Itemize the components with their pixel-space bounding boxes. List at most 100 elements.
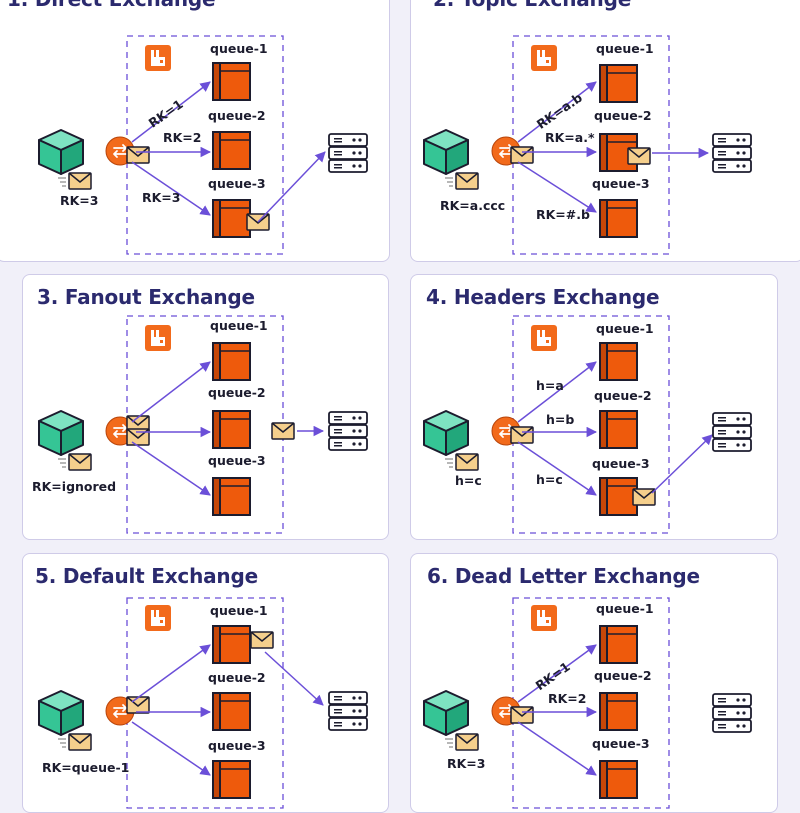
queue-label: queue-1 — [210, 603, 268, 618]
producer-cube-icon — [423, 129, 469, 175]
queue-icon — [599, 410, 638, 449]
queue-label: queue-1 — [210, 41, 268, 56]
envelope-icon — [632, 488, 656, 506]
envelope-icon — [445, 454, 478, 470]
route-label: RK=a.b — [534, 90, 585, 132]
queue-label: queue-2 — [594, 668, 652, 683]
envelope-icon — [510, 706, 534, 724]
queue-icon — [212, 131, 251, 170]
direct-exchange-diagram: RK=3 RK=1 RK=2 RK=3 queue-1 queue-2 queu… — [38, 35, 368, 255]
route-label: h=a — [536, 378, 564, 393]
envelope-icon — [250, 631, 274, 649]
route-label: h=b — [546, 412, 574, 427]
topic-exchange-diagram: RK=a.ccc RK=a.b RK=a.* RK=#.b queue-1 qu… — [423, 35, 752, 255]
queue-icon — [599, 477, 638, 516]
rabbitmq-logo-icon — [145, 605, 171, 631]
queue-label: queue-2 — [208, 670, 266, 685]
producer-label: RK=ignored — [32, 479, 116, 494]
queue-icon — [212, 62, 251, 101]
queue-icon — [599, 199, 638, 238]
queue-label: queue-1 — [596, 41, 654, 56]
producer-label: RK=queue-1 — [42, 760, 129, 775]
envelope-icon — [510, 146, 534, 164]
envelope-icon — [58, 173, 91, 189]
rabbitmq-logo-icon — [531, 325, 557, 351]
server-rack-icon — [712, 693, 752, 733]
panel-fanout-exchange: 3. Fanout Exchange — [22, 274, 389, 540]
route-label: RK=1 — [533, 659, 573, 693]
producer-label: RK=3 — [447, 756, 485, 771]
queue-icon — [212, 477, 251, 516]
queue-label: queue-1 — [210, 318, 268, 333]
queue-icon — [599, 342, 638, 381]
producer-cube-icon — [38, 129, 84, 175]
queue-icon — [212, 625, 251, 664]
fanout-exchange-diagram: RK=ignored queue-1 queue-2 queue-3 — [32, 315, 368, 534]
envelope-icon — [58, 454, 91, 470]
queue-label: queue-3 — [592, 176, 650, 191]
queue-icon — [599, 625, 638, 664]
queue-icon — [599, 64, 638, 103]
queue-label: queue-2 — [594, 388, 652, 403]
rabbitmq-logo-icon — [531, 45, 557, 71]
envelope-icon — [126, 146, 150, 164]
producer-label: h=c — [455, 473, 482, 488]
producer-cube-icon — [38, 690, 84, 736]
producer-cube-icon — [423, 410, 469, 456]
route-label: RK=#.b — [536, 207, 590, 222]
route-label: h=c — [536, 472, 563, 487]
producer-cube-icon — [423, 690, 469, 736]
queue-icon — [212, 342, 251, 381]
route-label: RK=2 — [548, 691, 586, 706]
route-label: RK=2 — [163, 130, 201, 145]
panel-title: 4. Headers Exchange — [426, 285, 660, 309]
default-exchange-diagram: RK=queue-1 queue-1 queue-2 queue-3 — [38, 597, 368, 809]
server-rack-icon — [328, 133, 368, 173]
queue-label: queue-3 — [592, 456, 650, 471]
queue-label: queue-1 — [596, 601, 654, 616]
server-rack-icon — [328, 691, 368, 731]
route-label: RK=3 — [142, 190, 180, 205]
envelope-icon — [510, 426, 534, 444]
envelope-icon — [271, 422, 295, 440]
route-label: RK=a.* — [545, 130, 595, 145]
queue-label: queue-3 — [592, 736, 650, 751]
envelope-icon — [445, 173, 478, 189]
queue-label: queue-3 — [208, 453, 266, 468]
server-rack-icon — [712, 412, 752, 452]
queue-icon — [212, 410, 251, 449]
producer-cube-icon — [38, 410, 84, 456]
route-label: RK=1 — [146, 96, 186, 130]
panel-headers-exchange: 4. Headers Exchange — [410, 274, 778, 540]
rabbitmq-logo-icon — [145, 325, 171, 351]
queue-icon — [599, 760, 638, 799]
broker-boundary — [512, 315, 670, 534]
queue-label: queue-2 — [208, 108, 266, 123]
producer-label: RK=a.ccc — [440, 198, 505, 213]
server-rack-icon — [328, 411, 368, 451]
panel-title: 5. Default Exchange — [35, 564, 258, 588]
panel-title: 3. Fanout Exchange — [37, 285, 255, 309]
queue-label: queue-3 — [208, 176, 266, 191]
queue-icon — [212, 199, 251, 238]
panel-title: 6. Dead Letter Exchange — [427, 564, 700, 588]
queue-label: queue-1 — [596, 321, 654, 336]
queue-label: queue-2 — [208, 385, 266, 400]
queue-icon — [599, 692, 638, 731]
envelope-icon — [126, 696, 150, 714]
panel-dead-letter-exchange: 6. Dead Letter Exchange — [410, 553, 778, 813]
server-rack-icon — [712, 133, 752, 173]
rabbitmq-logo-icon — [531, 605, 557, 631]
rabbitmq-logo-icon — [145, 45, 171, 71]
envelope-icon — [627, 147, 651, 165]
dead-letter-exchange-diagram: RK=3 RK=1 RK=2 queue-1 queue-2 queue-3 — [423, 597, 752, 809]
queue-icon — [212, 692, 251, 731]
queue-icon — [212, 760, 251, 799]
producer-label: RK=3 — [60, 193, 98, 208]
panel-title: 2. Topic Exchange — [433, 0, 631, 11]
envelope-icon — [445, 734, 478, 750]
envelope-icon — [58, 734, 91, 750]
headers-exchange-diagram: h=c h=a h=b h=c queue-1 queue-2 queue-3 — [423, 315, 752, 534]
queue-label: queue-3 — [208, 738, 266, 753]
